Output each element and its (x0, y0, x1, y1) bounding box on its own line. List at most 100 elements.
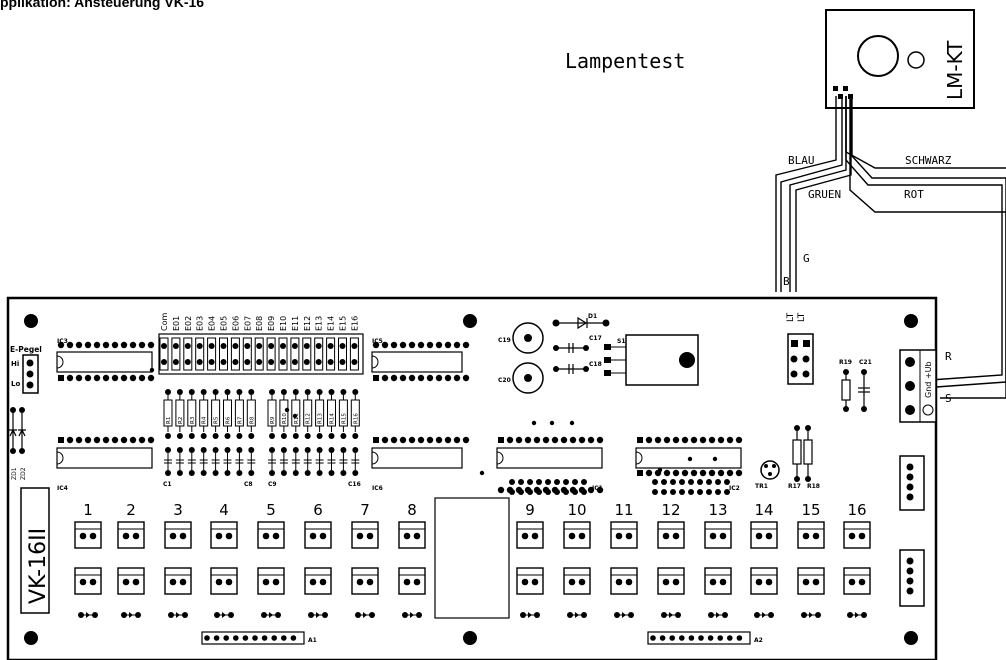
resistor-label: R11 (294, 413, 300, 424)
capacitor (247, 447, 256, 476)
via (697, 479, 703, 485)
resistor (315, 389, 325, 439)
tr1-label: TR1 (755, 483, 768, 490)
input-header-slot (230, 337, 240, 371)
channel-led (520, 612, 540, 618)
input-header-label: E02 (184, 316, 193, 331)
via (712, 456, 718, 462)
c19-label: C19 (498, 337, 511, 344)
via (518, 479, 524, 485)
power-terminal (899, 349, 937, 423)
resistor-label: R12 (306, 413, 312, 424)
header-pin (213, 635, 220, 641)
wire-label-rot: ROT (904, 188, 924, 201)
header-pin (233, 635, 239, 641)
header-pin (727, 635, 733, 641)
header-pin (281, 635, 287, 641)
input-header-label: E06 (231, 316, 240, 331)
input-header-slot (302, 337, 312, 371)
via (706, 489, 712, 495)
input-pin (232, 359, 239, 365)
relay-block (434, 497, 510, 619)
header-pin (242, 635, 249, 641)
input-pin (244, 343, 251, 349)
channel-terminal (398, 521, 426, 549)
ic-pin-row (372, 341, 470, 349)
wire-label-schwarz: SCHWARZ (905, 154, 952, 167)
s1-label: S1 (617, 338, 626, 345)
header-pin (290, 635, 297, 641)
via (527, 489, 533, 495)
d1-label: D1 (588, 313, 597, 320)
channel-terminal (704, 521, 732, 549)
capacitor (315, 447, 324, 476)
via (581, 489, 587, 495)
via (554, 479, 560, 485)
via (688, 489, 694, 495)
via (536, 489, 542, 495)
input-header-label: Com (160, 313, 169, 331)
capacitor (223, 447, 232, 476)
input-header-label: E13 (315, 316, 324, 331)
capacitor (291, 447, 300, 476)
zener-diodes (9, 410, 26, 450)
input-header-slot (278, 337, 288, 371)
via (292, 413, 298, 419)
via (652, 489, 658, 495)
input-pin (351, 359, 358, 365)
r17-r18 (792, 430, 813, 478)
input-header-slot (349, 337, 359, 371)
input-pin (315, 343, 322, 349)
ic3 (56, 351, 153, 373)
resistor-label: R2 (178, 417, 184, 424)
resistor-label: R6 (226, 416, 232, 424)
board-name-label: VK-16II (26, 528, 51, 604)
via (724, 489, 730, 495)
input-pin (327, 359, 334, 365)
r19-c21 (841, 374, 870, 408)
input-pin (268, 359, 275, 365)
input-header-label: E10 (279, 316, 288, 331)
input-header-label: E03 (196, 316, 205, 331)
resistor-label: R8 (249, 416, 255, 424)
input-header-label: E04 (208, 316, 217, 331)
c8-label: C8 (244, 481, 253, 488)
wire-label-blau: BLAU (788, 154, 815, 167)
via (724, 479, 730, 485)
channel-number: 1 (83, 501, 93, 519)
channel-terminal (516, 567, 544, 595)
r17-label: R17 (788, 483, 801, 490)
channel-led (402, 612, 422, 618)
via (563, 489, 569, 495)
transistor-tr1 (760, 460, 780, 480)
capacitor (164, 447, 172, 476)
wire-label-b: B (783, 275, 790, 288)
channel-terminal (797, 567, 825, 595)
channel-number: 15 (801, 501, 820, 519)
input-header-slot (326, 337, 336, 371)
header-pin (698, 635, 704, 641)
via (679, 479, 685, 485)
board-nameplate (20, 487, 50, 614)
resistor (338, 389, 348, 439)
a1-label: A1 (308, 637, 317, 644)
channel-number: 3 (173, 501, 183, 519)
header-pin (707, 635, 714, 641)
channel-led (754, 612, 774, 618)
resistor (163, 389, 173, 439)
channel-number: 5 (266, 501, 276, 519)
channel-terminal (398, 567, 426, 595)
input-header-slot (171, 337, 181, 371)
input-header-label: E07 (243, 316, 252, 331)
via (715, 489, 721, 495)
wire-label-gruen: GRUEN (808, 188, 841, 201)
a2-label: A2 (754, 637, 763, 644)
lo-label: Lo (11, 380, 20, 388)
input-pin (256, 359, 263, 365)
input-header-slot (314, 337, 324, 371)
via (581, 479, 587, 485)
resistor-label: R1 (166, 417, 172, 424)
input-header-slot (338, 337, 347, 371)
c17-label: C17 (589, 335, 602, 342)
r19-label: R19 (839, 359, 852, 366)
